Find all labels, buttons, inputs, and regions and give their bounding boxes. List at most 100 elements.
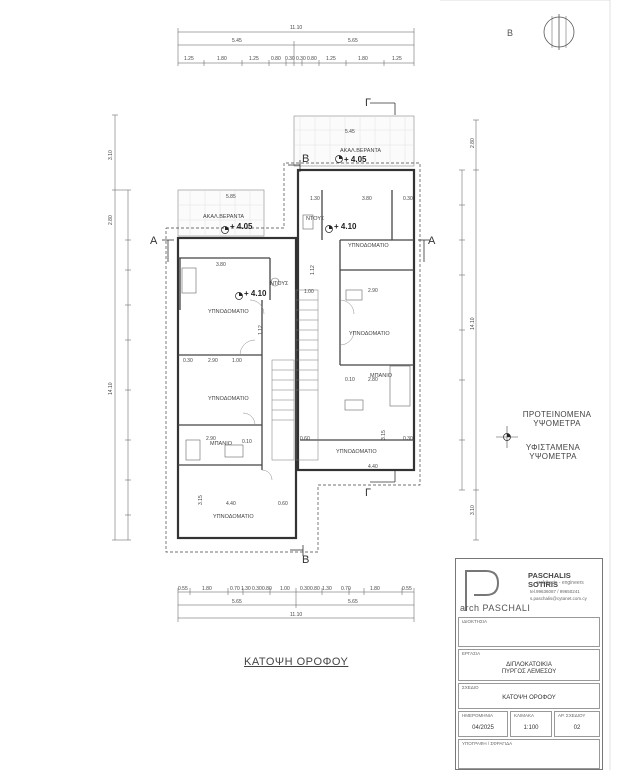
wc-2-label: ΝΤΟΥΣ bbox=[270, 281, 289, 287]
svg-text:1.80: 1.80 bbox=[358, 56, 368, 62]
svg-text:1.25: 1.25 bbox=[326, 56, 336, 62]
svg-text:0.30: 0.30 bbox=[296, 56, 306, 62]
svg-text:2.90: 2.90 bbox=[368, 288, 378, 294]
right-total-dim: 14.10 bbox=[470, 317, 476, 330]
bedroom-6-label: ΥΠΝΟΔΟΜΑΤΙΟ bbox=[336, 449, 377, 455]
internal-walls bbox=[178, 190, 414, 470]
bedroom-2-label: ΥΠΝΟΔΟΜΑΤΙΟ bbox=[208, 396, 249, 402]
svg-text:0.10: 0.10 bbox=[345, 377, 355, 383]
section-b-bottom: B bbox=[302, 554, 309, 566]
top-total-dim: 11.10 bbox=[290, 25, 302, 31]
firm-contact: tel.99636087 / 99650241 bbox=[530, 589, 580, 594]
firm-name: PASCHALIS SOTIRIS bbox=[528, 571, 571, 589]
project-line-1: ΔΙΠΛΟΚΑΤΟΙΚΙΑ bbox=[506, 662, 552, 668]
room-labels: ΥΠΝΟΔΟΜΑΤΙΟ ΥΠΝΟΔΟΜΑΤΙΟ ΜΠΑΝΙΟ ΥΠΝΟΔΟΜΑΤ… bbox=[208, 216, 393, 520]
bedroom-4-label: ΥΠΝΟΔΟΜΑΤΙΟ bbox=[348, 243, 389, 249]
top-half-right-dim: 5.65 bbox=[348, 38, 358, 44]
north-arrow-icon bbox=[543, 14, 575, 50]
signature-field: ΥΠΟΓΡΑΦΗ / ΣΦΡΑΓΙΔΑ bbox=[458, 739, 600, 769]
firm-email: s.paschalis@cytanet.com.cy bbox=[530, 596, 587, 601]
svg-text:1.25: 1.25 bbox=[249, 56, 259, 62]
veranda-right-dim: 5.45 bbox=[345, 129, 355, 135]
svg-text:0.30: 0.30 bbox=[403, 196, 413, 202]
level-unit-left: + 4.10 bbox=[244, 289, 267, 298]
svg-text:1.12: 1.12 bbox=[258, 325, 264, 335]
section-a-right: A bbox=[428, 235, 436, 247]
staircase bbox=[271, 289, 319, 461]
bathroom-fixtures bbox=[181, 214, 411, 461]
section-g-bottom: Γ bbox=[365, 487, 371, 499]
veranda-left-label: ΑΚΑΛ.ΒΕΡΑΝΤΑ bbox=[203, 214, 244, 220]
svg-text:1.12: 1.12 bbox=[310, 265, 316, 275]
svg-text:2.80: 2.80 bbox=[368, 377, 378, 383]
bottom-segment-dims: 0.55 1.80 0.70 1.30 0.30 0.80 1.00 0.30 … bbox=[178, 586, 412, 592]
bottom-half-left-dim: 5.65 bbox=[232, 599, 242, 605]
title-block-header: PASCHALIS SOTIRIS architects - engineers… bbox=[458, 561, 600, 615]
top-half-left-dim: 5.45 bbox=[232, 38, 242, 44]
date-value: 04/2025 bbox=[472, 725, 494, 731]
sheet-value: 02 bbox=[573, 725, 581, 731]
bathroom-1-label: ΜΠΑΝΙΟ bbox=[210, 441, 233, 447]
svg-text:1.30: 1.30 bbox=[310, 196, 320, 202]
date-field: ΗΜΕΡΟΜΗΝΙΑ 04/2025 bbox=[458, 711, 508, 737]
svg-text:0.80: 0.80 bbox=[262, 586, 272, 592]
svg-text:0.80: 0.80 bbox=[310, 586, 320, 592]
svg-text:0.30: 0.30 bbox=[183, 358, 193, 364]
bottom-half-right-dim: 5.65 bbox=[348, 599, 358, 605]
svg-text:0.30: 0.30 bbox=[300, 586, 310, 592]
svg-text:0.80: 0.80 bbox=[307, 56, 317, 62]
svg-text:0.30: 0.30 bbox=[285, 56, 295, 62]
drawing-name: ΚΑΤΟΨΗ ΟΡΟΦΟΥ bbox=[502, 695, 556, 701]
sheet-field: ΑΡ. ΣΧΕΔΙΟΥ 02 bbox=[554, 711, 600, 737]
svg-text:1.25: 1.25 bbox=[184, 56, 194, 62]
svg-text:1.30: 1.30 bbox=[322, 586, 332, 592]
bedroom-3-label: ΥΠΝΟΔΟΜΑΤΙΟ bbox=[213, 514, 254, 520]
door-swings bbox=[239, 299, 355, 481]
svg-text:3.15: 3.15 bbox=[198, 495, 204, 505]
svg-text:0.55: 0.55 bbox=[402, 586, 412, 592]
svg-text:4.40: 4.40 bbox=[226, 501, 236, 507]
right-bottom-dim: 3.10 bbox=[470, 505, 476, 515]
svg-text:1.00: 1.00 bbox=[304, 289, 314, 295]
svg-text:0.30: 0.30 bbox=[403, 436, 413, 442]
north-label: B bbox=[507, 28, 513, 38]
svg-text:1.00: 1.00 bbox=[232, 358, 242, 364]
top-dimensions bbox=[177, 28, 415, 66]
level-marker-icon bbox=[221, 155, 343, 300]
bottom-dimensions bbox=[177, 588, 415, 622]
bedroom-1-label: ΥΠΝΟΔΟΜΑΤΙΟ bbox=[208, 309, 249, 315]
svg-text:3.80: 3.80 bbox=[216, 262, 226, 268]
svg-text:0.30: 0.30 bbox=[252, 586, 262, 592]
scale-value: 1:100 bbox=[523, 725, 539, 731]
bathroom-2-label: ΜΠΑΝΙΟ bbox=[370, 373, 393, 379]
svg-text:3.80: 3.80 bbox=[362, 196, 372, 202]
svg-text:0.60: 0.60 bbox=[300, 436, 310, 442]
section-b-top: B bbox=[302, 153, 309, 165]
drawing-field: ΣΧΕΔΙΟ ΚΑΤΟΨΗ ΟΡΟΦΟΥ bbox=[458, 683, 600, 709]
project-line-2: ΠΥΡΓΟΣ ΛΕΜΕΣΟΥ bbox=[501, 669, 557, 675]
firm-subtitle: architects - engineers bbox=[536, 580, 584, 586]
left-total-dim: 14.10 bbox=[108, 382, 114, 395]
svg-text:1.80: 1.80 bbox=[217, 56, 227, 62]
level-veranda-left: + 4.05 bbox=[230, 222, 253, 231]
title-block: PASCHALIS SOTIRIS architects - engineers… bbox=[455, 558, 603, 770]
svg-text:0.70: 0.70 bbox=[341, 586, 351, 592]
svg-text:0.80: 0.80 bbox=[271, 56, 281, 62]
svg-text:0.60: 0.60 bbox=[278, 501, 288, 507]
legend-existing: ΥΦΙΣΤΑΜΕΝΑ ΥΨΟΜΕΤΡΑ bbox=[525, 443, 581, 461]
veranda-right bbox=[293, 115, 415, 167]
svg-text:1.30: 1.30 bbox=[241, 586, 251, 592]
veranda-right-label: ΑΚΑΛ.ΒΕΡΑΝΤΑ bbox=[340, 148, 381, 154]
legend-level-icon bbox=[496, 426, 518, 448]
interior-dimensions: 3.80 3.80 2.90 4.40 4.40 2.90 2.90 2.80 … bbox=[183, 196, 413, 507]
wc-1-label: ΝΤΟΥΣ bbox=[306, 216, 325, 222]
veranda-left-dim: 5.85 bbox=[226, 194, 236, 200]
legend-proposed: ΠΡΟΤΕΙΝΟΜΕΝΑ ΥΨΟΜΕΤΡΑ bbox=[522, 410, 592, 428]
owner-field: ΙΔΙΟΚΤΗΣΙΑ bbox=[458, 617, 600, 647]
svg-text:0.10: 0.10 bbox=[242, 439, 252, 445]
left-dimensions bbox=[112, 114, 131, 541]
svg-text:2.90: 2.90 bbox=[206, 436, 216, 442]
scale-field: ΚΛΙΜΑΚΑ 1:100 bbox=[510, 711, 552, 737]
bottom-total-dim: 11.10 bbox=[290, 612, 302, 618]
